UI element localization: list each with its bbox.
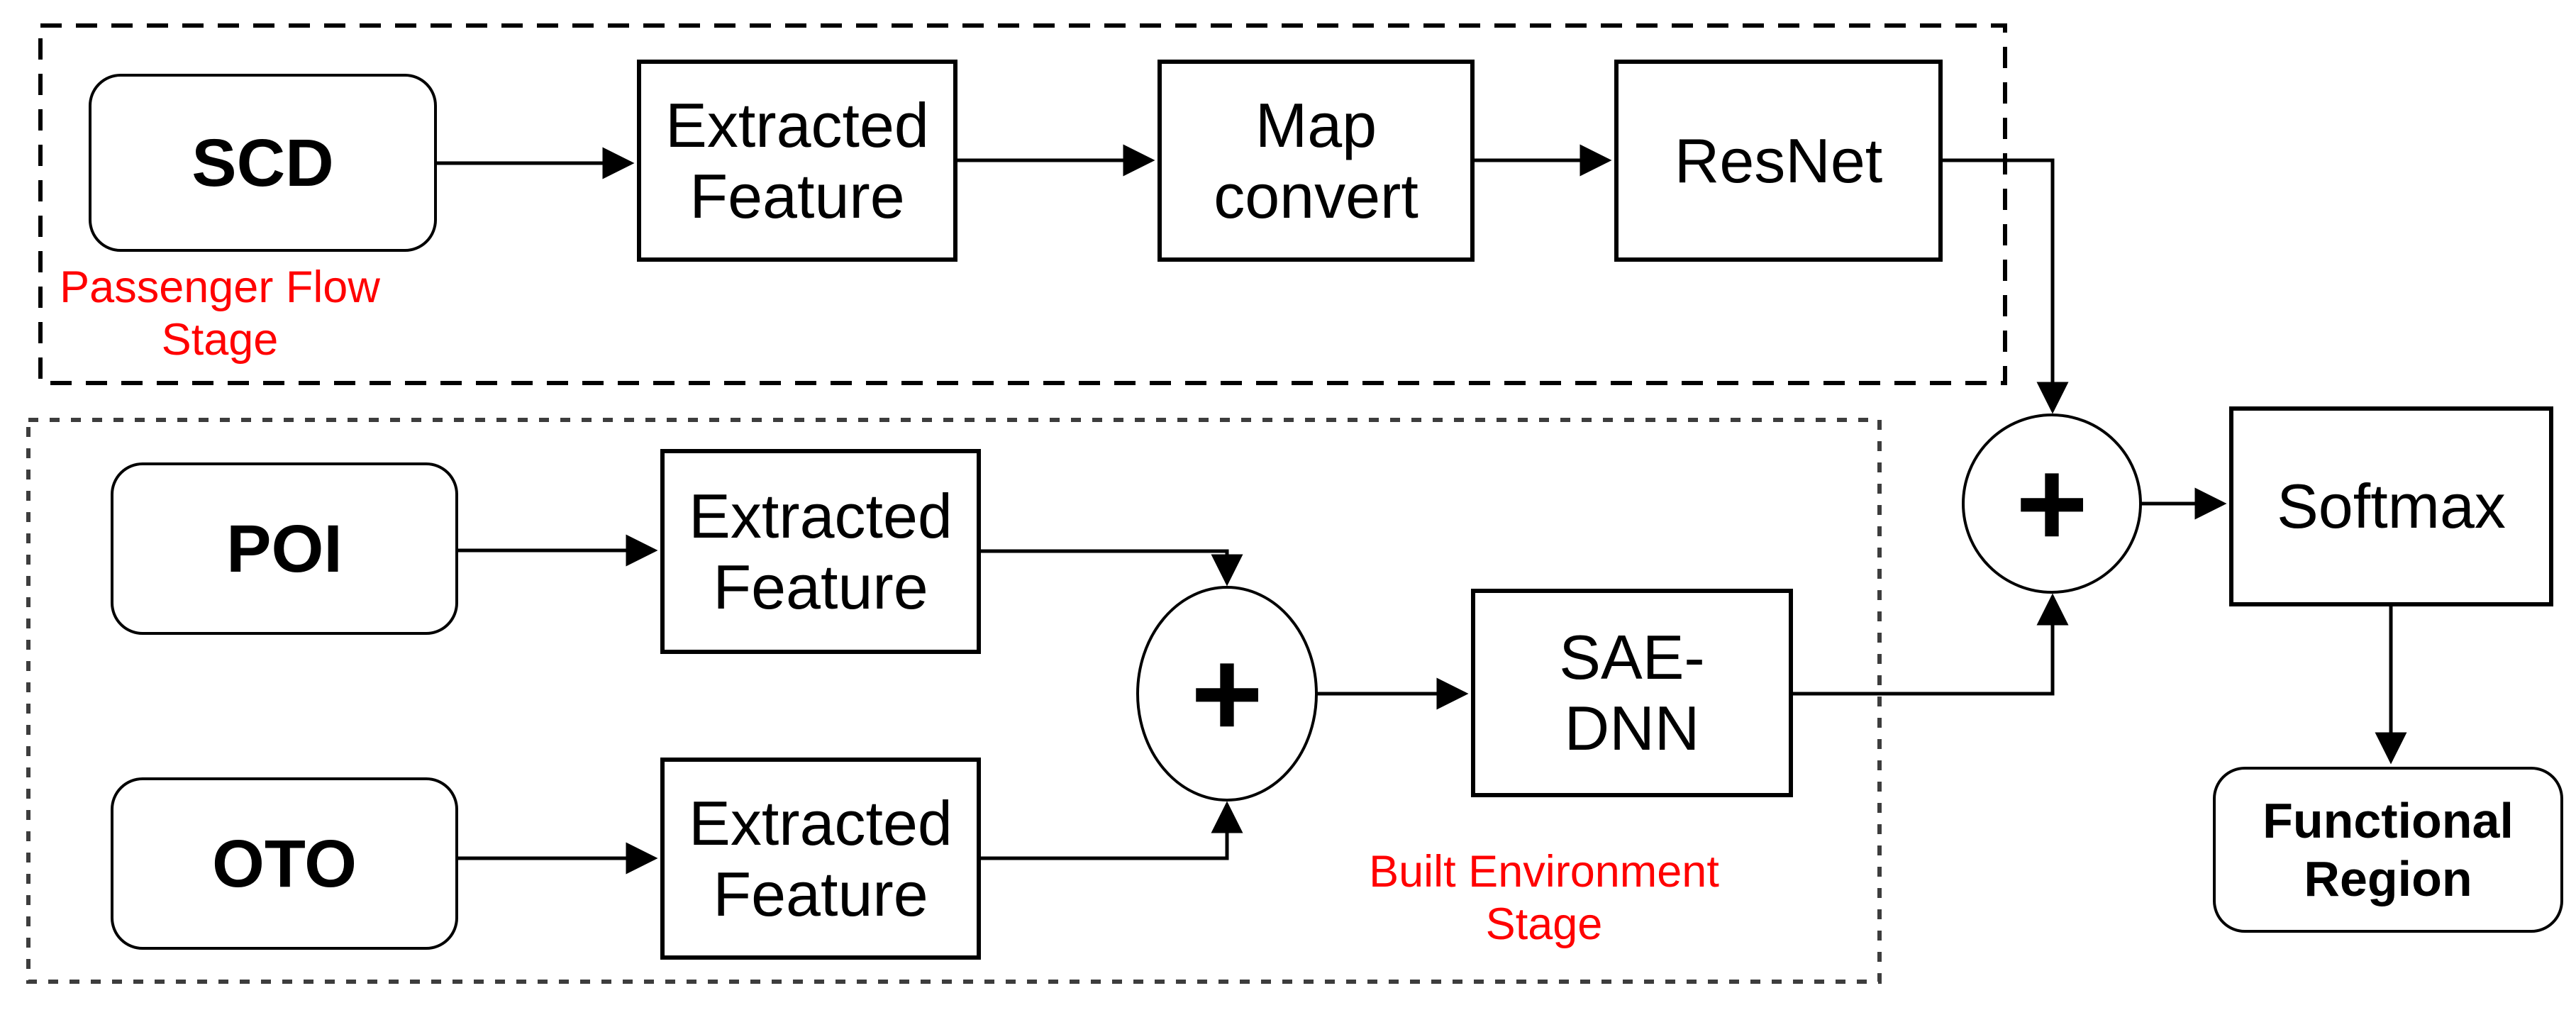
stage-label-line: Stage <box>161 315 279 365</box>
stage-label-built-environment: Built Environment Stage <box>1324 845 1764 950</box>
node-label: OTO <box>211 826 357 902</box>
node-label-line: Extracted <box>665 89 929 160</box>
node-map-convert: Map convert <box>1157 60 1475 262</box>
node-oto: OTO <box>111 777 458 950</box>
node-label-line: Map <box>1255 89 1377 160</box>
arrow-extracted-feature-poi-to-built-sum <box>981 549 1243 587</box>
node-label-line: Feature <box>713 858 928 929</box>
passenger-flow-stage-border <box>38 23 2007 385</box>
node-poi: POI <box>111 462 458 635</box>
node-extracted-feature-scd: Extracted Feature <box>637 60 957 262</box>
plus-icon-built-sum: + <box>1190 624 1264 763</box>
arrow-sae-dnn-to-final-sum <box>1793 593 2069 696</box>
node-sae-dnn: SAE- DNN <box>1471 589 1793 797</box>
node-label-line: Extracted <box>689 480 953 551</box>
built-sum-circle <box>1136 586 1318 802</box>
node-label: Softmax <box>2277 471 2506 541</box>
node-label-line: Feature <box>713 551 928 622</box>
plus-icon-final-sum: + <box>2015 434 2089 573</box>
node-extracted-feature-poi: Extracted Feature <box>660 449 981 654</box>
arrow-resnet-to-final-sum <box>1943 158 2069 414</box>
final-sum-circle <box>1962 414 2142 594</box>
node-functional-region: Functional Region <box>2213 767 2563 933</box>
stage-label-line: Built Environment <box>1369 847 1719 897</box>
node-label-line: convert <box>1214 160 1419 231</box>
node-resnet: ResNet <box>1614 60 1943 262</box>
node-softmax: Softmax <box>2229 406 2553 606</box>
node-label-line: DNN <box>1564 693 1700 763</box>
node-label-line: Region <box>2304 851 2472 906</box>
built-environment-stage-border <box>26 418 1882 984</box>
node-scd: SCD <box>89 74 437 252</box>
node-extracted-feature-oto: Extracted Feature <box>660 758 981 960</box>
node-label-line: Feature <box>689 160 905 231</box>
stage-label-passenger-flow: Passenger Flow Stage <box>0 261 440 366</box>
node-label-line: Extracted <box>689 787 953 858</box>
node-label: ResNet <box>1674 125 1883 196</box>
stage-label-line: Passenger Flow <box>60 262 380 312</box>
node-label-line: Functional <box>2263 793 2514 848</box>
arrow-extracted-feature-oto-to-built-sum <box>981 801 1243 860</box>
node-label: SCD <box>191 125 334 201</box>
node-label: POI <box>226 511 343 587</box>
node-label-line: SAE- <box>1559 622 1705 692</box>
stage-label-line: Stage <box>1485 899 1603 949</box>
